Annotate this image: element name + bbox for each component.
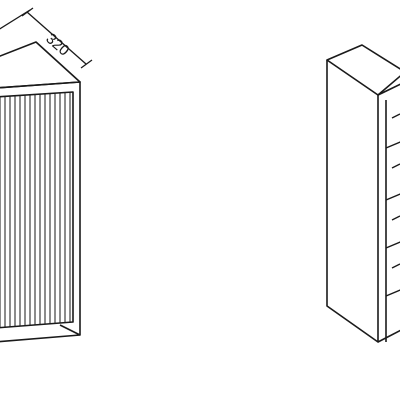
- drawer-handle-1: [391, 113, 400, 119]
- right-cabinet-side: [326, 60, 379, 343]
- left-cabinet-plinth: [59, 324, 81, 336]
- depth-dimension-label: 320: [42, 30, 72, 59]
- dimension-tick-end: [80, 59, 93, 69]
- left-cabinet-slats: [0, 92, 71, 328]
- right-cabinet-top: [326, 44, 400, 96]
- right-cabinet-front-edge: [377, 83, 400, 96]
- depth-dimension: [0, 7, 93, 69]
- left-cabinet-inner-frame: [0, 91, 74, 329]
- dimension-extension: [0, 9, 31, 30]
- drawer-divider-1: [385, 141, 400, 149]
- drawer-divider-2: [385, 193, 400, 201]
- left-cabinet: [0, 41, 81, 343]
- left-cabinet-front-frame: [0, 81, 81, 343]
- drawer-handle-3: [391, 215, 400, 221]
- drawer-divider-3: [385, 241, 400, 249]
- right-cabinet-bottom: [377, 329, 400, 343]
- drawer-handle-2: [391, 163, 400, 169]
- dimension-line: [26, 11, 87, 65]
- drawer-handle-4: [391, 263, 400, 269]
- right-cabinet: [326, 44, 400, 343]
- drawer-divider-4: [385, 289, 400, 297]
- right-cabinet-drawers: [385, 113, 400, 297]
